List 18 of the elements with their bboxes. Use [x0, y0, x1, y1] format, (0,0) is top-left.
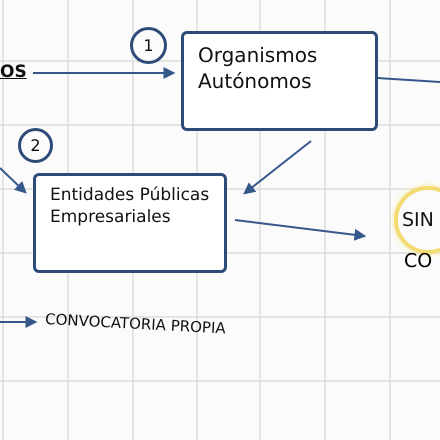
arrow	[0, 167, 27, 194]
arrow	[33, 67, 176, 79]
process-box	[33, 173, 227, 273]
step-number: 1	[143, 36, 154, 55]
connector-line	[378, 77, 440, 83]
text-label: CO	[404, 250, 432, 272]
step-number-circle	[130, 27, 167, 64]
node-text: Organismos Autónomos	[198, 42, 318, 94]
step-number-circle	[18, 128, 53, 163]
node-text: SIN	[402, 209, 434, 231]
underlined-label: OS	[0, 62, 30, 84]
text-label: CONVOCATORIA PROPIA	[44, 310, 226, 344]
step-number: 2	[30, 136, 41, 155]
process-box	[181, 31, 378, 131]
arrow	[0, 316, 38, 328]
arrow	[234, 219, 366, 241]
arrow	[243, 140, 312, 194]
node-text: Entidades Públicas Empresariales	[50, 184, 210, 228]
